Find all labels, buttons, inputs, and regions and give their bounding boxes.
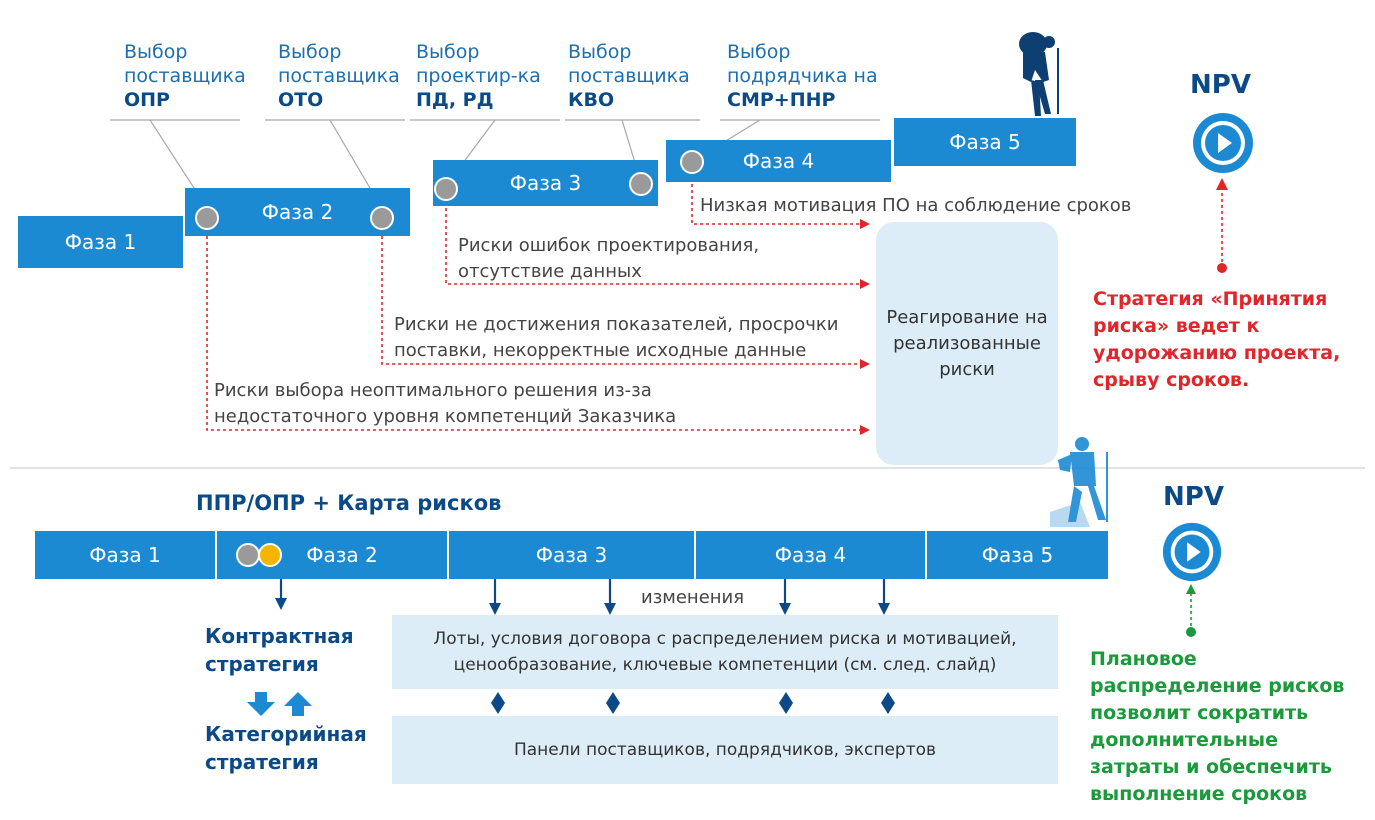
play-icon [1162,522,1222,582]
risk-low-motivation: Низкая мотивация ПО на соблюдение сроков [700,195,1132,216]
risk-response-box: Реагирование на реализованные риски [876,222,1058,465]
top-phase-1: Фаза 1 [18,216,183,268]
milestone-circle [236,543,260,567]
bottom-phase-4: Фаза 4 [774,543,847,567]
risk-acceptance-strategy: Стратегия «Принятия риска» ведет к удоро… [1093,288,1341,391]
bottom-phase-3: Фаза 3 [535,543,608,567]
selection-oto: Выбор поставщика ОТО [278,41,400,111]
phase-divider [447,531,449,579]
milestone-circle [629,172,653,196]
top-npv-label: NPV [1190,70,1251,100]
selection-opr: Выбор поставщика ОПР [124,41,246,111]
top-phase-5: Фаза 5 [894,118,1076,166]
risk-not-achieving: Риски не достижения показателей, просроч… [394,314,839,361]
bottom-phase-bar [35,531,1108,579]
changes-label: изменения [641,587,745,608]
milestone-circle [370,206,394,230]
selection-smr-pnr: Выбор подрядчика на СМР+ПНР [727,41,878,111]
lots-conditions-box: Лоты, условия договора с распределением … [392,615,1058,689]
bottom-phase-2: Фаза 2 [306,543,378,567]
phase-divider [215,531,217,579]
bottom-phase-5: Фаза 5 [981,543,1054,567]
milestone-circle [195,206,219,230]
selection-kvo: Выбор поставщика КВО [568,41,690,111]
risk-suboptimal-choice: Риски выбора неоптимального решения из-з… [214,380,677,427]
play-icon [1193,113,1253,173]
planned-distribution-strategy: Плановое распределение рисков позволит с… [1090,648,1345,805]
risk-design-errors: Риски ошибок проектирования, отсутствие … [458,235,760,282]
top-phase-3: Фаза 3 [433,160,658,206]
milestone-circle-yellow [258,543,282,567]
phase-divider [694,531,696,579]
climber-icon [1050,437,1108,527]
bottom-phase-1: Фаза 1 [89,543,161,567]
top-phase-4: Фаза 4 [666,140,891,182]
risk-map-title: ППР/ОПР + Карта рисков [196,491,502,515]
bottom-npv-label: NPV [1163,482,1224,512]
hiker-icon [1019,32,1059,116]
panels-box: Панели поставщиков, подрядчиков, эксперт… [392,716,1058,784]
selection-pd-rd: Выбор проектир-ка ПД, РД [416,41,541,111]
phase-divider [925,531,927,579]
category-strategy: Категорийная стратегия [205,722,367,774]
milestone-circle [434,177,458,201]
milestone-circle [680,150,704,174]
contract-strategy: Контрактная стратегия [205,624,354,676]
